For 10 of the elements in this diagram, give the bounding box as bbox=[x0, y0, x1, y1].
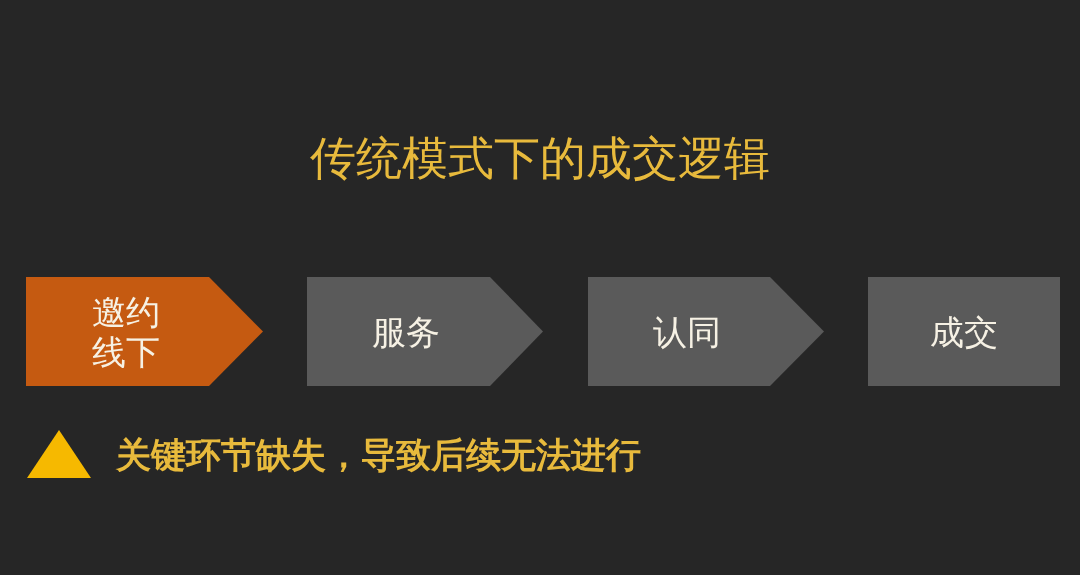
step-label: 服务 bbox=[372, 311, 441, 352]
chevron-step bbox=[26, 277, 263, 386]
step-label: 认同 bbox=[653, 311, 722, 352]
step-box bbox=[868, 277, 1060, 386]
step-label: 邀约线下 bbox=[90, 291, 161, 372]
warning-note: 关键环节缺失，导致后续无法进行 bbox=[116, 435, 641, 475]
chevron-step bbox=[588, 277, 824, 386]
title: 传统模式下的成交逻辑 bbox=[310, 131, 770, 185]
step-label: 成交 bbox=[930, 311, 998, 352]
chevron-step bbox=[307, 277, 543, 386]
